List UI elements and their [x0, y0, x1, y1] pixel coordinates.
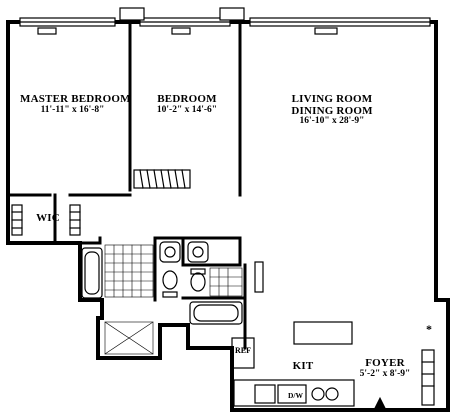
dw-label: D/W	[288, 391, 304, 400]
room-name: FOYER	[365, 357, 405, 369]
room-dimensions: 5'-2" x 8'-9"	[359, 368, 411, 379]
kitchen-label: KIT	[288, 360, 318, 373]
living-dining-room-label: LIVING ROOM DINING ROOM 16'-10" x 28'-9"	[272, 93, 392, 127]
outer-walls	[6, 20, 450, 412]
kitchen-fixtures	[231, 321, 355, 407]
bath-tiles	[104, 244, 243, 355]
bath-fixtures	[81, 241, 264, 325]
room-dimensions: 11'-11" x 16'-8"	[40, 104, 105, 115]
room-name: DINING ROOM	[291, 104, 373, 117]
wic-label: WIC	[30, 212, 66, 225]
room-name: MASTER BEDROOM	[20, 93, 131, 105]
room-name: WIC	[36, 212, 60, 224]
interior-walls	[6, 20, 247, 350]
room-name: LIVING ROOM	[291, 93, 373, 105]
room-name: BEDROOM	[157, 93, 217, 105]
ref-label: REF	[235, 346, 251, 355]
room-name: KIT	[292, 360, 314, 372]
master-bedroom-label: MASTER BEDROOM 11'-11" x 16'-8"	[20, 93, 131, 116]
asterisk-marker: *	[426, 322, 432, 336]
room-dimensions: 10'-2" x 14'-6"	[156, 104, 218, 115]
room-dimensions: 16'-10" x 28'-9"	[299, 116, 365, 127]
entrance-arrow	[373, 396, 387, 411]
bedroom-label: BEDROOM 10'-2" x 14'-6"	[138, 93, 236, 116]
foyer-label: FOYER 5'-2" x 8'-9"	[355, 357, 415, 380]
windows	[19, 7, 431, 35]
closets	[11, 169, 435, 406]
